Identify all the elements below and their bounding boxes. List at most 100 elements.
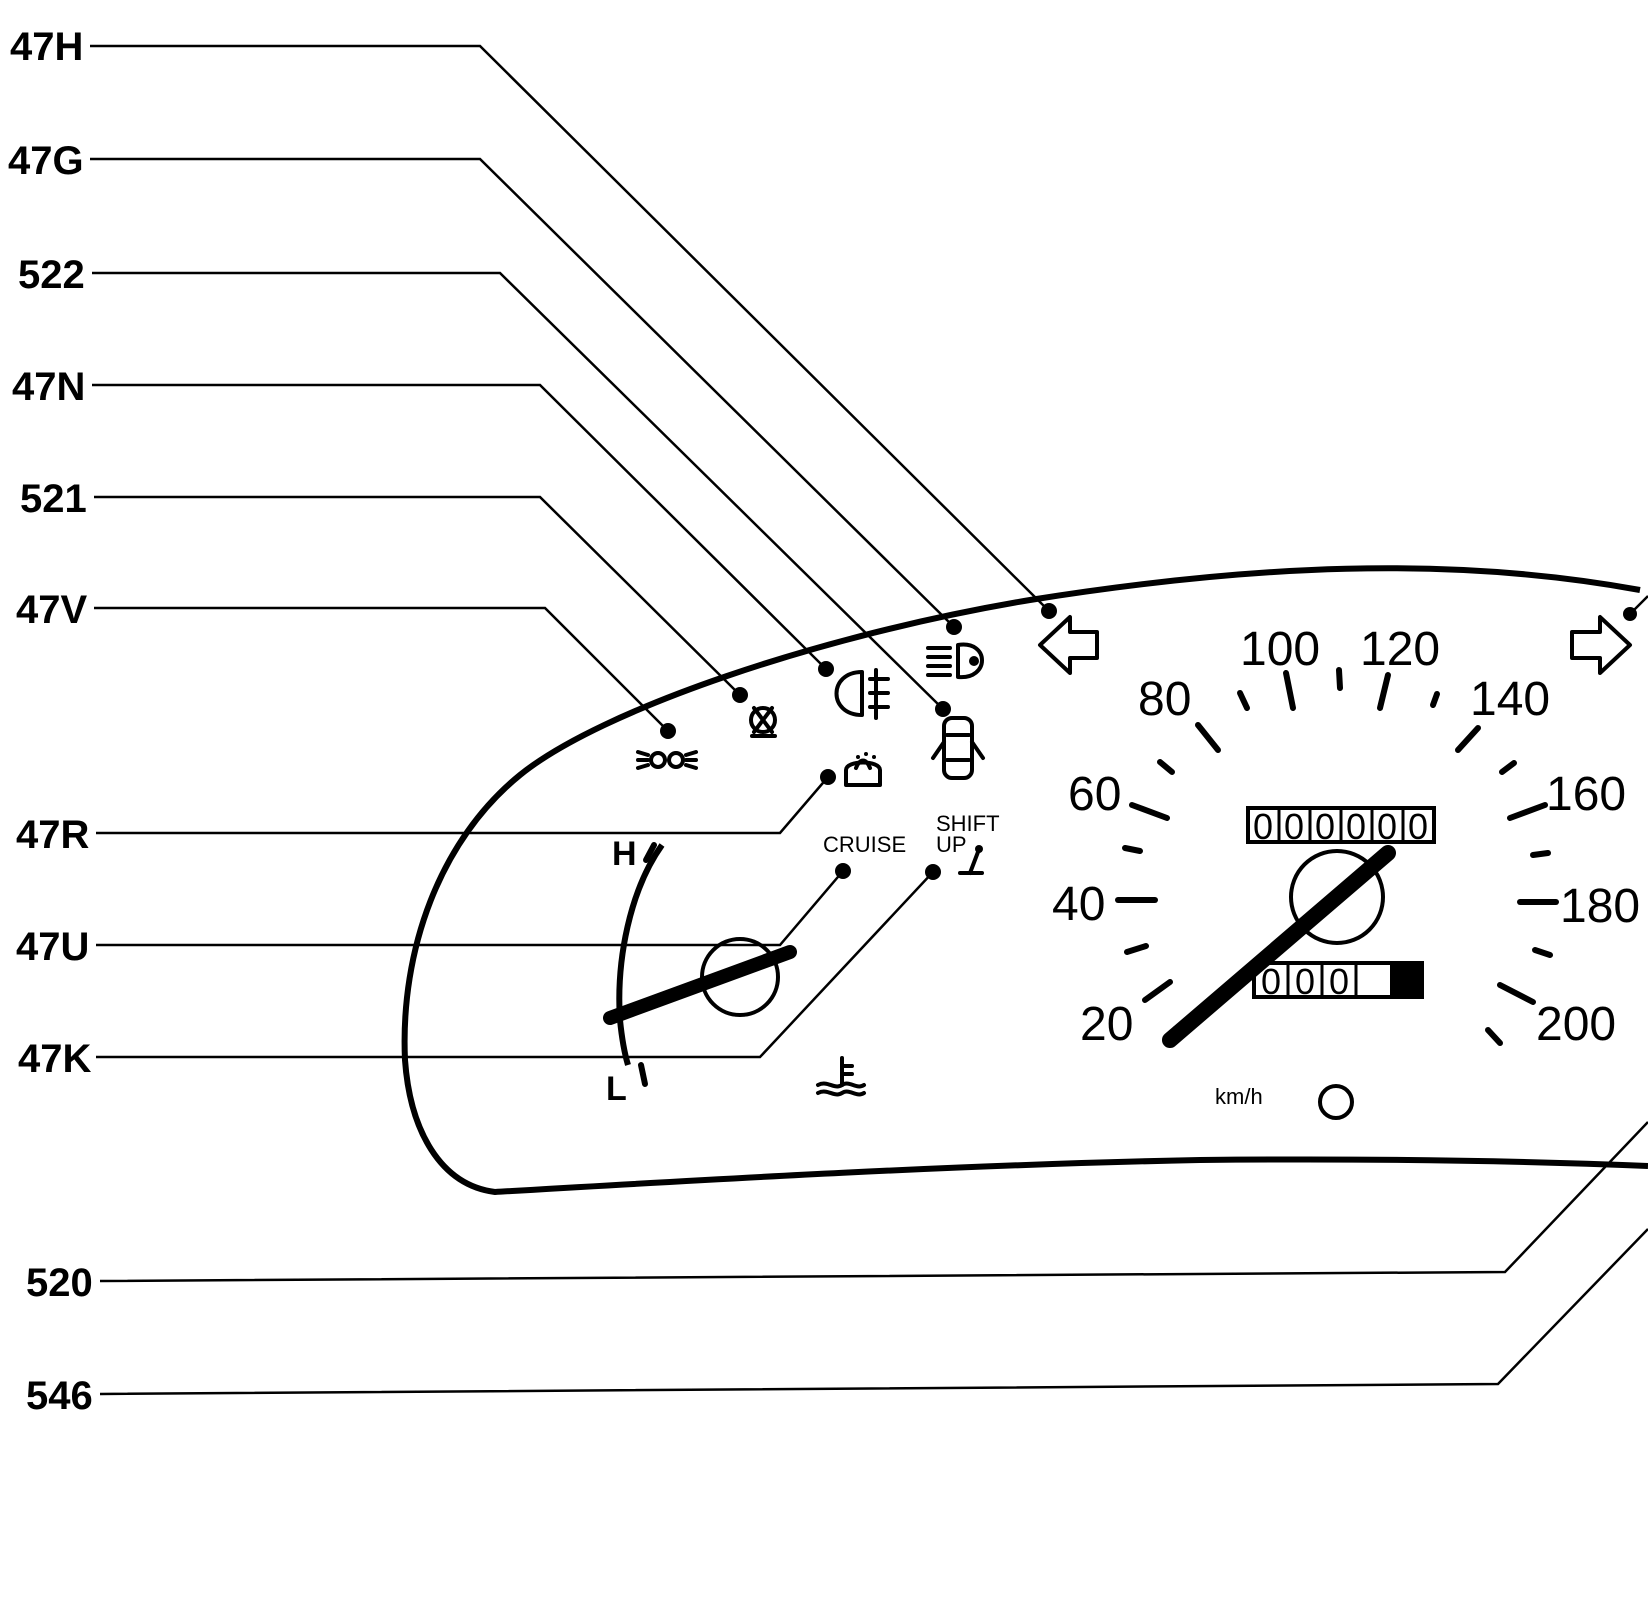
callout-labels: 47H 47G 522 47N 521 47V 47R 47U 47K 520 …	[8, 25, 93, 1418]
speed-label-60: 60	[1068, 768, 1121, 821]
trip-reset-knob	[1318, 1084, 1354, 1120]
callout-520: 520	[26, 1261, 93, 1305]
temperature-gauge: H L	[603, 835, 797, 1108]
leader-522	[92, 271, 944, 710]
speed-tick	[1430, 691, 1440, 708]
odometer-digit: 0	[1315, 806, 1335, 847]
callout-47V: 47V	[16, 588, 87, 632]
callout-47N: 47N	[12, 365, 85, 409]
leader-47U	[96, 870, 844, 947]
dot-right-arrow	[1623, 607, 1637, 621]
washer-fluid-icon	[844, 752, 882, 787]
speed-tick	[1455, 725, 1481, 753]
odometer-digit: 0	[1377, 806, 1397, 847]
rear-fog-light-icon	[834, 668, 890, 720]
leader-47K	[96, 871, 934, 1059]
speed-tick	[1507, 802, 1548, 821]
speedometer: 20 40 60 80 100 120 140 160 180 200	[1052, 623, 1640, 1120]
cluster-outline	[401, 565, 1648, 1196]
speed-label-160: 160	[1546, 768, 1626, 821]
trip-digit: 0	[1261, 961, 1281, 1002]
temp-gauge-high-label: H	[612, 835, 637, 873]
dot-522	[935, 701, 951, 717]
speed-tick	[1129, 802, 1170, 821]
leader-47R	[96, 776, 829, 835]
speed-tick	[1124, 943, 1149, 955]
dot-47N	[818, 661, 834, 677]
cruise-indicator-label: CRUISE	[823, 832, 906, 857]
speed-tick	[1530, 850, 1551, 858]
speed-tick	[1377, 672, 1391, 711]
odometer-digit: 0	[1408, 806, 1428, 847]
dot-47R	[820, 769, 836, 785]
odometer: 0 0 0 0 0 0	[1246, 806, 1436, 847]
trip-digit: 0	[1329, 961, 1349, 1002]
speed-label-140: 140	[1470, 673, 1550, 726]
leader-520	[99, 1121, 1648, 1283]
right-turn-arrow-icon	[1570, 615, 1632, 675]
sidelights-icon	[636, 750, 698, 770]
leader-47G	[90, 157, 955, 628]
odometer-digit: 0	[1253, 806, 1273, 847]
trip-meter: 0 0 0	[1252, 961, 1424, 1002]
callout-47K: 47K	[18, 1037, 91, 1081]
leader-dots	[660, 603, 1637, 880]
speed-tick	[1336, 667, 1343, 691]
speed-tick	[1237, 690, 1250, 711]
temp-gauge-low-label: L	[606, 1070, 627, 1108]
callout-47H: 47H	[10, 25, 83, 69]
shift-lever-icon	[958, 845, 984, 875]
odometer-digit: 0	[1346, 806, 1366, 847]
temp-gauge-tick-high	[643, 842, 657, 863]
speed-tick	[1497, 982, 1536, 1005]
dot-47G	[946, 619, 962, 635]
temp-gauge-arc	[616, 843, 665, 1066]
callout-47U: 47U	[16, 925, 89, 969]
speedometer-needle	[1162, 845, 1396, 1048]
speed-tick	[1157, 759, 1175, 775]
callout-47G: 47G	[8, 139, 84, 183]
dot-47U	[835, 863, 851, 879]
leader-lines	[90, 44, 1648, 1396]
speed-label-200: 200	[1536, 998, 1616, 1051]
shift-up-label-line2: UP	[936, 832, 967, 857]
leader-47V	[94, 606, 669, 732]
left-turn-arrow-icon	[1038, 615, 1099, 675]
callout-522: 522	[18, 253, 85, 297]
dot-47H	[1041, 603, 1057, 619]
speed-label-180: 180	[1560, 880, 1640, 933]
speed-tick	[1532, 947, 1553, 958]
temp-gauge-tick-low	[638, 1062, 648, 1087]
coolant-temperature-icon	[816, 1056, 866, 1097]
speed-tick	[1485, 1027, 1503, 1046]
speed-label-80: 80	[1138, 673, 1191, 726]
dot-47K	[925, 864, 941, 880]
temp-gauge-needle	[603, 945, 797, 1025]
speedometer-needle-tail	[1173, 1018, 1197, 1030]
dot-47V	[660, 723, 676, 739]
speed-label-40: 40	[1052, 878, 1105, 931]
leader-546	[99, 1228, 1648, 1396]
dot-521	[732, 687, 748, 703]
speed-unit-label: km/h	[1215, 1084, 1263, 1109]
callout-546: 546	[26, 1374, 93, 1418]
callout-521: 521	[20, 477, 87, 521]
high-beam-icon	[926, 642, 984, 680]
speed-label-20: 20	[1080, 998, 1133, 1051]
speed-label-120: 120	[1360, 623, 1440, 676]
leader-521	[94, 495, 741, 696]
speed-label-100: 100	[1240, 623, 1320, 676]
brake-pad-wear-icon	[749, 706, 777, 738]
speed-tick	[1499, 760, 1517, 775]
leader-47H	[90, 44, 1050, 612]
speed-tick	[1283, 670, 1296, 711]
speed-tick	[1195, 722, 1221, 753]
callout-47R: 47R	[16, 813, 89, 857]
shift-up-label-line1: SHIFT	[936, 811, 1000, 836]
odometer-digit: 0	[1284, 806, 1304, 847]
door-ajar-icon	[931, 716, 985, 780]
speed-tick	[1122, 845, 1143, 854]
speedometer-hub	[1289, 849, 1385, 945]
leader-47N	[92, 383, 827, 670]
